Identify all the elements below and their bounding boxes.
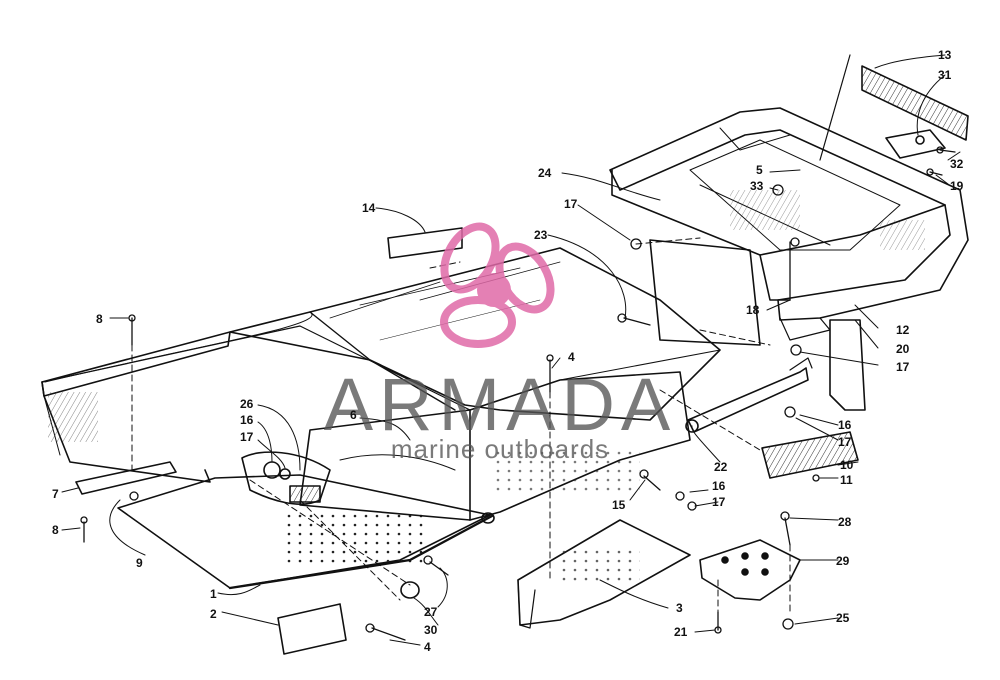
callout-label: 4 <box>424 640 431 654</box>
callout-label: 26 <box>240 397 254 411</box>
callout-label: 21 <box>674 625 688 639</box>
hitch-bar <box>685 357 813 433</box>
callout-label: 17 <box>564 197 578 211</box>
callout-label: 6 <box>350 408 357 422</box>
callout-label: 18 <box>746 303 760 317</box>
callout-label: 22 <box>714 460 728 474</box>
reflector-14 <box>387 227 463 259</box>
callout-label: 9 <box>136 556 143 570</box>
callout-label: 23 <box>534 228 548 242</box>
watermark-brand: ARMADA <box>324 363 677 446</box>
support-bracket-29 <box>699 539 801 601</box>
callout-label: 28 <box>838 515 852 529</box>
callout-label: 32 <box>950 157 964 171</box>
left-side-panel <box>41 331 231 483</box>
callout-label: 8 <box>52 523 59 537</box>
callout-label: 15 <box>612 498 626 512</box>
watermark: ARMADA marine outboards <box>324 222 677 464</box>
callout-label: 24 <box>538 166 552 180</box>
callout-label: 30 <box>424 623 438 637</box>
callout-label: 2 <box>210 607 217 621</box>
callout-label: 14 <box>362 201 376 215</box>
callout-label: 11 <box>840 473 853 487</box>
tunnel-cover <box>41 247 721 421</box>
callout-label: 16 <box>712 479 726 493</box>
callout-labels: 1 2 3 4 4 5 6 7 8 8 9 10 11 12 13 14 15 … <box>52 48 964 654</box>
callout-label: 20 <box>896 342 910 356</box>
reflector-13 <box>861 65 969 141</box>
callout-label: 16 <box>838 418 852 432</box>
rear-bumper-frame <box>609 107 969 341</box>
support-bracket-3 <box>517 519 691 629</box>
cap-30 <box>400 581 420 599</box>
propeller-logo-icon <box>440 222 555 348</box>
bracket-31 <box>885 129 946 159</box>
callout-label: 19 <box>950 179 964 193</box>
callout-label: 27 <box>424 605 438 619</box>
callout-label: 33 <box>750 179 764 193</box>
license-plate <box>277 603 347 655</box>
callout-label: 13 <box>938 48 952 62</box>
callout-label: 17 <box>712 495 726 509</box>
callout-label: 31 <box>938 68 952 82</box>
callout-label: 17 <box>896 360 910 374</box>
callout-label: 1 <box>210 587 217 601</box>
reflector-10 <box>761 431 859 479</box>
callout-label: 3 <box>676 601 683 615</box>
fasteners <box>80 146 956 641</box>
callout-label: 25 <box>836 611 850 625</box>
callout-label: 4 <box>568 350 575 364</box>
callout-label: 7 <box>52 487 59 501</box>
callout-label: 29 <box>836 554 850 568</box>
watermark-tagline: marine outboards <box>391 434 609 464</box>
callout-label: 5 <box>756 163 763 177</box>
leader-lines <box>61 54 961 646</box>
callout-label: 8 <box>96 312 103 326</box>
callout-label: 17 <box>838 435 852 449</box>
callout-label: 10 <box>840 458 854 472</box>
callout-label: 17 <box>240 430 254 444</box>
callout-label: 16 <box>240 413 254 427</box>
callout-label: 12 <box>896 323 910 337</box>
left-running-board <box>117 474 495 590</box>
assembly-lines <box>131 237 791 616</box>
strip-7 <box>75 461 177 495</box>
center-bracket-panel <box>299 349 721 521</box>
